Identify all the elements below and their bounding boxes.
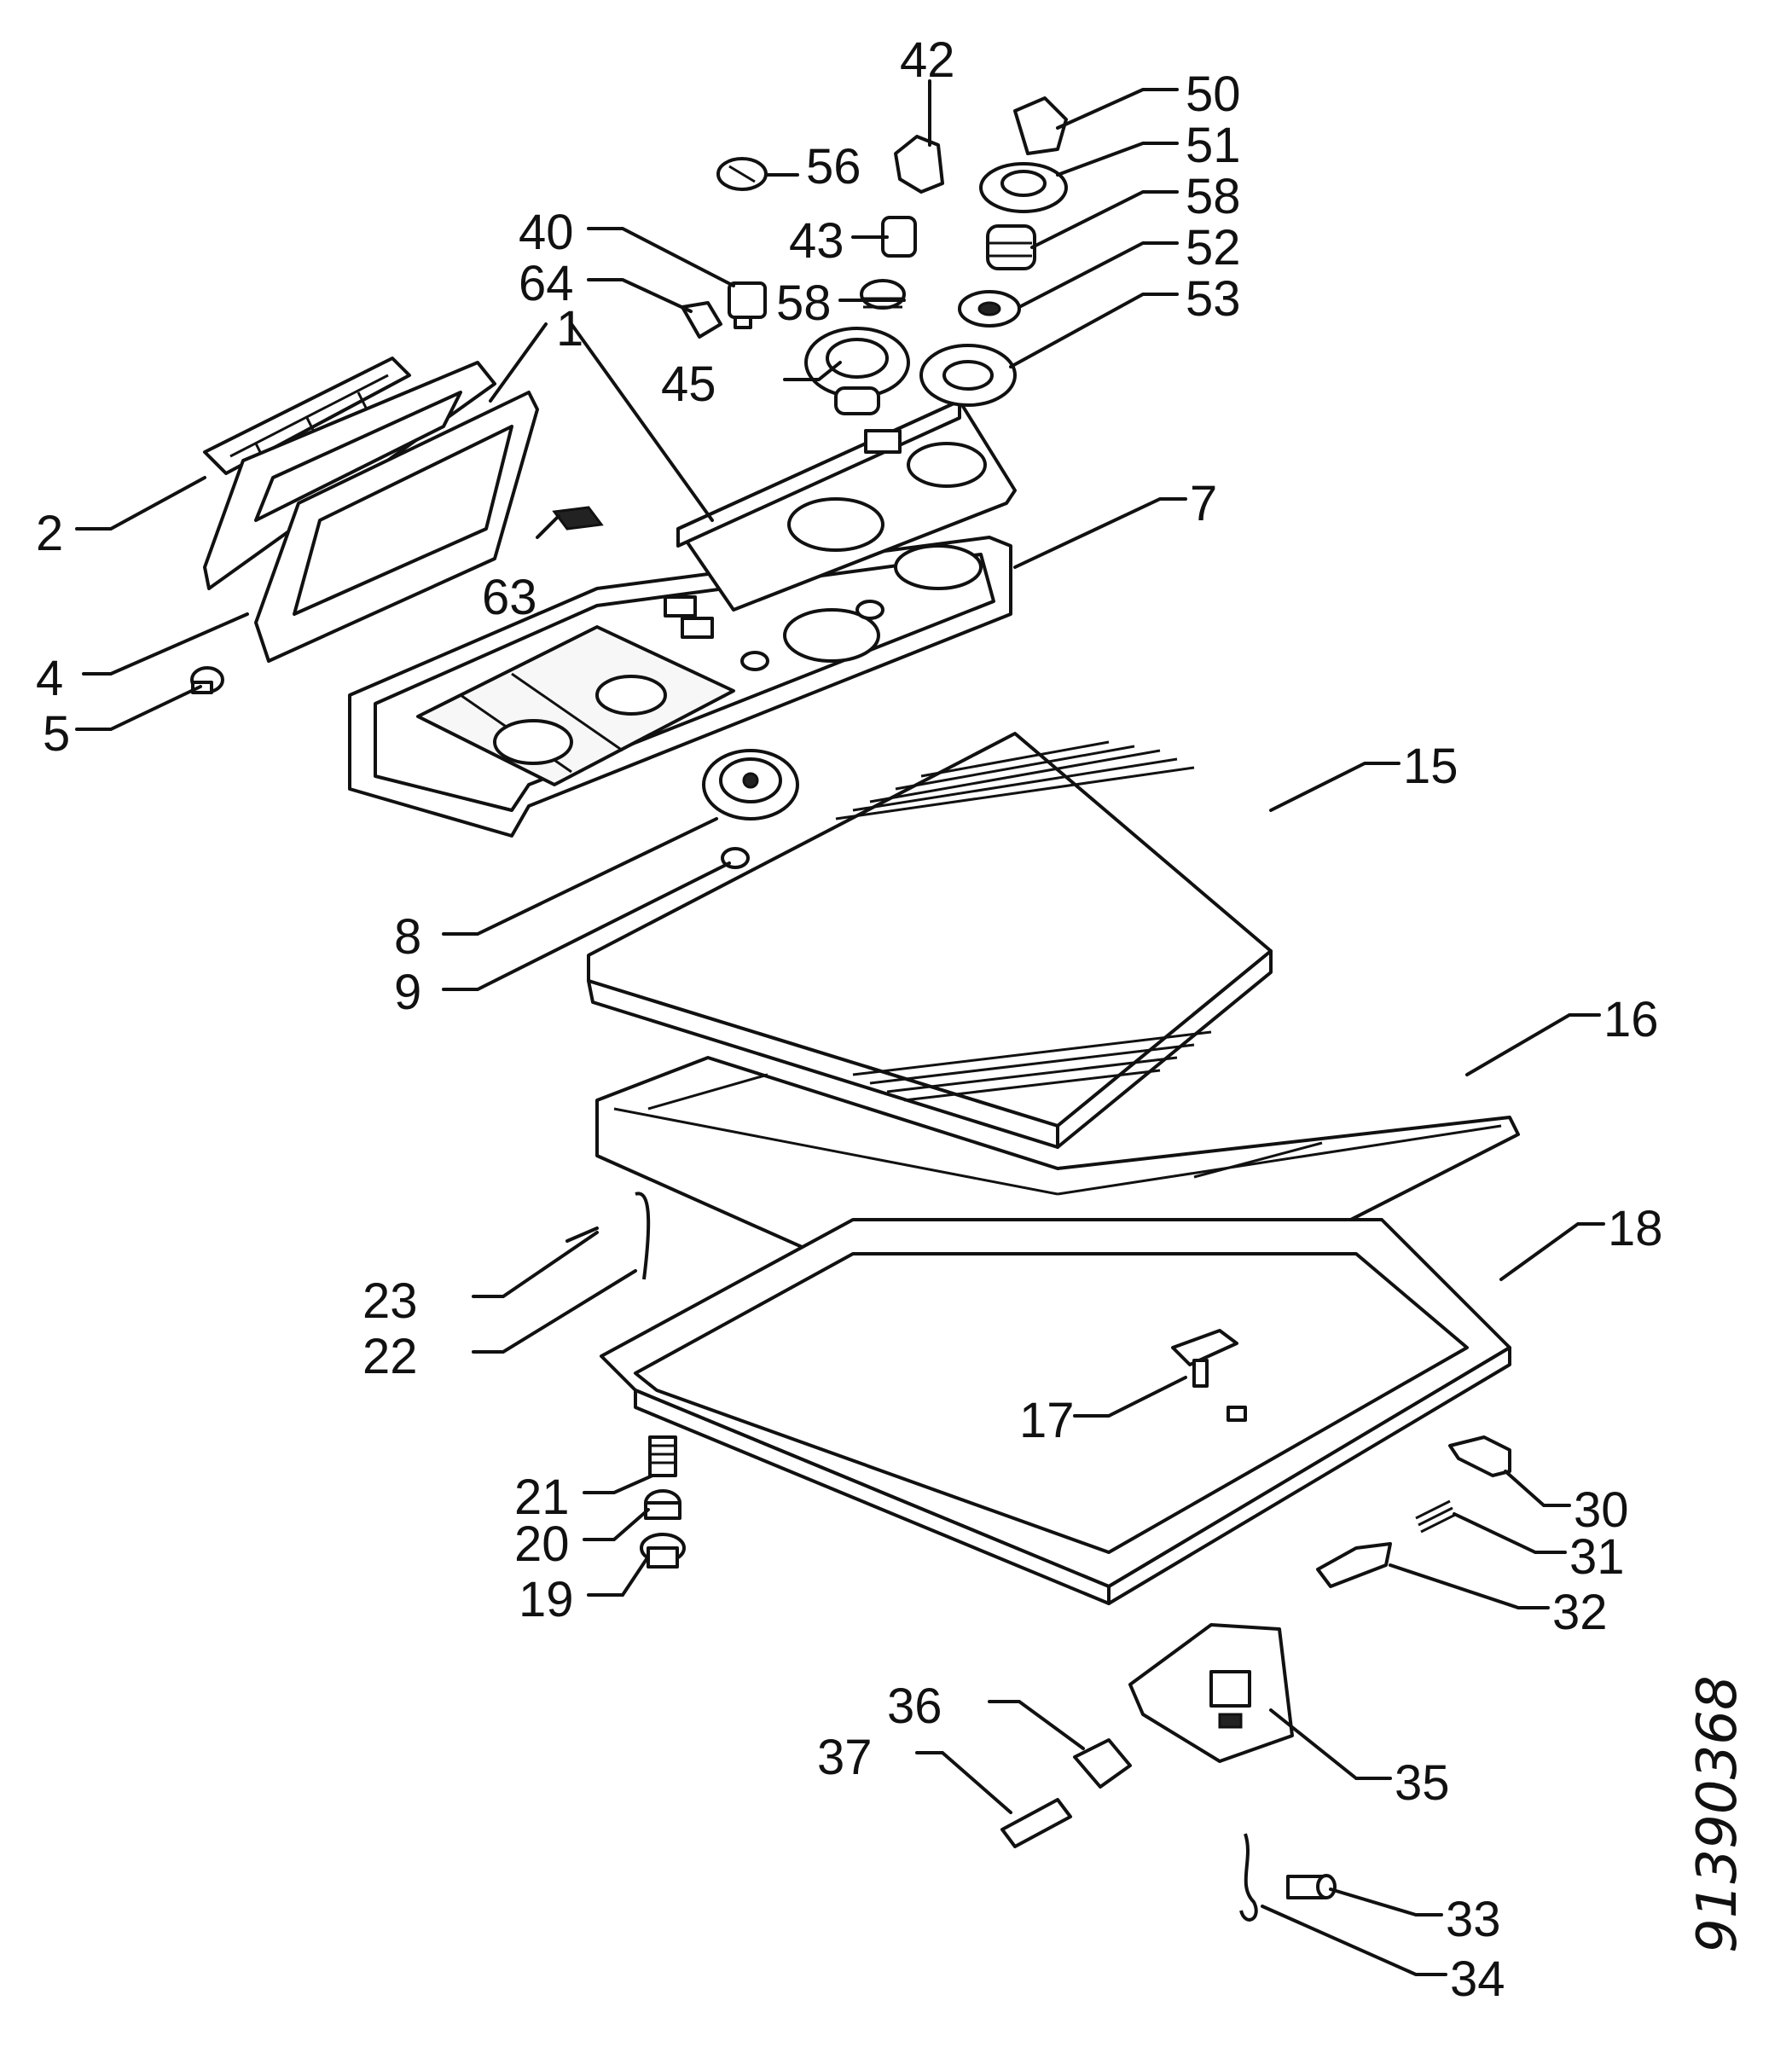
part-18-bottom-frame <box>600 1218 1511 1605</box>
callout-36: 36 <box>887 1679 942 1734</box>
callout-64: 64 <box>519 256 574 311</box>
part-33-plunger <box>1286 1874 1337 1899</box>
callout-30: 30 <box>1574 1482 1629 1538</box>
callout-33: 33 <box>1446 1892 1501 1947</box>
part-15-top-panel <box>587 732 1273 1149</box>
part-56-cap <box>716 157 768 191</box>
part-32-bolt <box>1316 1542 1392 1588</box>
parts <box>190 96 1520 1922</box>
part-16-frame <box>595 1056 1520 1366</box>
callout-31: 31 <box>1569 1529 1625 1585</box>
leader-lines <box>75 79 1605 1976</box>
callout-40: 40 <box>519 205 574 260</box>
part-37-clip <box>1000 1798 1072 1848</box>
part-19-foot <box>640 1533 686 1569</box>
callout-21: 21 <box>514 1470 570 1525</box>
callout-34: 34 <box>1450 1951 1505 2007</box>
document-id: 91390368 <box>1686 1675 1749 1953</box>
callout-20: 20 <box>514 1516 570 1572</box>
callout-56: 56 <box>806 139 861 194</box>
part-50-knob <box>1013 96 1068 155</box>
callout-4: 4 <box>36 651 63 706</box>
part-7-drawer-housing <box>348 536 1012 838</box>
callout-58-left: 58 <box>776 275 832 331</box>
callout-53: 53 <box>1186 271 1241 327</box>
callout-32: 32 <box>1552 1585 1608 1640</box>
callout-35: 35 <box>1395 1755 1450 1811</box>
part-64-clip <box>681 301 722 339</box>
part-34-lever <box>1239 1833 1258 1922</box>
part-40-button <box>728 281 767 329</box>
part-2-lid-frame <box>203 357 411 475</box>
callout-5: 5 <box>43 706 70 762</box>
callout-63: 63 <box>482 570 537 625</box>
part-1-control-panel <box>676 399 1017 612</box>
callout-18: 18 <box>1608 1201 1663 1256</box>
callout-15: 15 <box>1403 739 1459 794</box>
callout-8: 8 <box>394 909 421 965</box>
callout-23: 23 <box>362 1273 418 1329</box>
callout-22: 22 <box>362 1329 418 1384</box>
callout-42: 42 <box>900 32 955 88</box>
callout-17: 17 <box>1019 1393 1075 1448</box>
part-22-hinge-pin <box>635 1192 651 1280</box>
callout-7: 7 <box>1190 476 1217 531</box>
callout-51: 51 <box>1186 118 1241 173</box>
callout-19: 19 <box>519 1572 574 1627</box>
part-31-spring <box>1415 1499 1456 1534</box>
part-8-disc <box>702 749 799 821</box>
part-4-hinged-lid <box>254 391 539 663</box>
part-58-spring-right <box>986 224 1036 270</box>
part-35-door-lock <box>1128 1623 1294 1763</box>
part-30-catch <box>1448 1435 1511 1477</box>
callout-labels: 2 4 5 1 7 63 8 9 15 16 17 18 19 20 21 22… <box>36 32 1663 2007</box>
part-53-collar <box>919 344 1017 407</box>
part-window-seal <box>203 361 496 590</box>
callout-58-right: 58 <box>1186 169 1241 224</box>
part-23-pin <box>565 1226 599 1243</box>
callout-9: 9 <box>394 965 421 1020</box>
part-36-clip <box>1073 1738 1132 1789</box>
part-51-ring <box>979 162 1068 213</box>
callout-37: 37 <box>817 1730 873 1785</box>
part-63-clip <box>552 506 604 531</box>
part-21-spring <box>648 1435 677 1477</box>
callout-52: 52 <box>1186 220 1241 275</box>
callout-2: 2 <box>36 506 63 561</box>
callout-45: 45 <box>661 357 716 412</box>
part-20-nut <box>644 1489 681 1520</box>
part-42-knob <box>894 135 944 194</box>
callout-1: 1 <box>556 301 583 357</box>
callout-43: 43 <box>789 213 844 269</box>
part-45-bushing <box>804 327 910 415</box>
part-52-gear <box>958 290 1021 328</box>
part-58-spring-left <box>860 279 906 310</box>
part-17-latch <box>1171 1329 1238 1388</box>
callout-50: 50 <box>1186 67 1241 122</box>
callout-16: 16 <box>1604 992 1659 1047</box>
